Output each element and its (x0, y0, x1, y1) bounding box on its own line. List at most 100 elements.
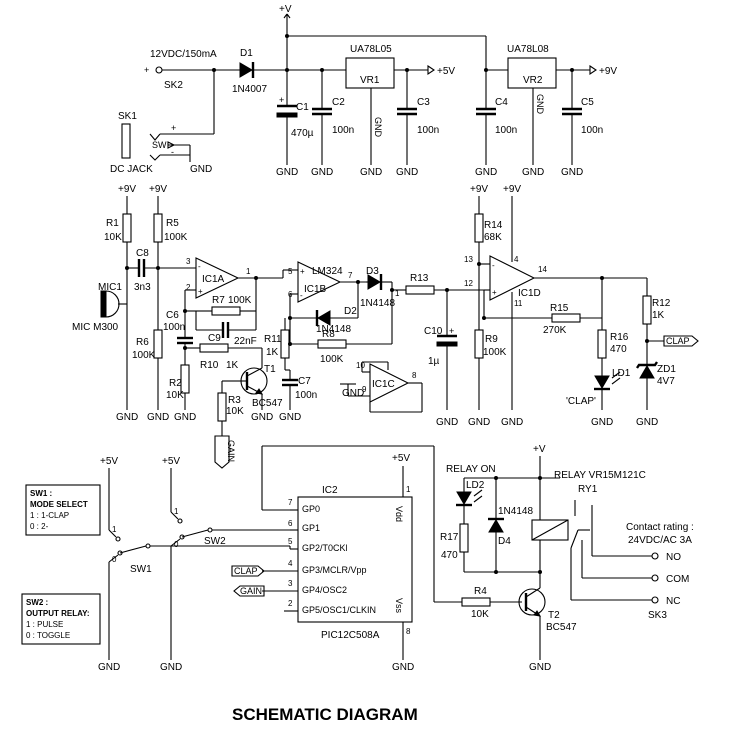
ic1d-pin14: 14 (538, 265, 547, 274)
c4-value: 100n (495, 125, 517, 136)
zd1-value: 4V7 (657, 376, 675, 387)
ld1-label: LD1 (612, 368, 631, 379)
r1-label: R1 (106, 218, 119, 229)
gnd-sw2: GND (160, 662, 182, 673)
zd1-label: ZD1 (657, 364, 676, 375)
amplifier-section: +9V +9V R1 10K R5 100K C8 3n3 MIC1 MIC M… (72, 184, 699, 469)
nc-label: NC (666, 596, 680, 607)
gnd-t1: GND (251, 412, 273, 423)
r2-resistor (180, 364, 190, 394)
vr1-regulator (345, 57, 395, 89)
plus-5v-vr1: +5V (437, 66, 455, 77)
gnd-r9: GND (468, 417, 490, 428)
ic1b-pin5: 5 (288, 267, 293, 276)
gnd-c7: GND (279, 412, 301, 423)
d3-label: D3 (366, 266, 379, 277)
gp5-label: GP5/OSC1/CLKIN (302, 605, 376, 615)
lm324-label: LM324 (312, 266, 343, 277)
gnd-ic1c: GND (342, 388, 364, 399)
ic2-pin3: 3 (288, 579, 293, 588)
r16-label: R16 (610, 332, 629, 343)
r9-resistor (474, 329, 484, 359)
contact-rating-label: Contact rating : (626, 522, 694, 533)
r12-value: 1K (652, 310, 665, 321)
vr2-regulator (507, 57, 557, 89)
r7-resistor (211, 306, 241, 316)
sw1-label: SW1 (130, 564, 152, 575)
r12-resistor (642, 295, 652, 325)
c2-value: 100n (332, 125, 354, 136)
ic1d-pin13: 13 (464, 255, 473, 264)
gp4-label: GP4/OSC2 (302, 585, 347, 595)
r10-resistor (199, 343, 229, 353)
ic1a-plus-sign: + (198, 287, 203, 296)
diagram-title: SCHEMATIC DIAGRAM (232, 705, 418, 724)
r4-resistor (461, 597, 491, 607)
ic1d-opamp (489, 255, 536, 301)
vss-label: Vss (394, 598, 404, 614)
r4-label: R4 (474, 586, 487, 597)
clap-output-label: CLAP (666, 336, 690, 346)
sw1-box-opt1: 1 : 1-CLAP (30, 511, 69, 520)
ic1b-opamp (297, 261, 342, 303)
r11-label: R11 (264, 334, 282, 345)
r5-value: 100K (164, 232, 188, 243)
c5-value: 100n (581, 125, 603, 136)
net-pin1: 1 (395, 289, 400, 298)
relay-section: +V RELAY ON LD2 R17 470 1N4148 D4 RELAY … (434, 444, 694, 673)
jack-plus: + (171, 123, 176, 133)
r9-label: R9 (485, 334, 498, 345)
r15-resistor (551, 313, 581, 323)
plus-v-relay: +V (533, 444, 546, 455)
sk3-label: SK3 (648, 610, 667, 621)
sw2-box-title: SW2 : (26, 598, 48, 607)
vr2-label: VR2 (523, 75, 543, 86)
r17-label: R17 (440, 532, 459, 543)
r3-label: R3 (228, 395, 241, 406)
d1-part-label: 1N4007 (232, 84, 267, 95)
plus-5v-ic2: +5V (392, 453, 410, 464)
ic1c-pin9: 9 (362, 385, 367, 394)
r3-resistor (217, 392, 227, 422)
d1-diode (239, 62, 255, 78)
vr2-gnd-pin: GND (535, 94, 545, 115)
ic2-part-label: PIC12C508A (321, 630, 380, 641)
ic1c-opamp (369, 363, 410, 403)
plus-9v-ic1d: +9V (503, 184, 521, 195)
no-label: NO (666, 552, 681, 563)
gnd-c3: GND (396, 167, 418, 178)
gnd-vr2: GND (522, 167, 544, 178)
clap-input-label: CLAP (234, 566, 258, 576)
ic2-pin1: 1 (406, 485, 411, 494)
r10-value: 1K (226, 360, 239, 371)
c3-label: C3 (417, 97, 430, 108)
plus-symbol-input: + (144, 65, 149, 75)
r7-value: 100K (228, 295, 252, 306)
r13-resistor (405, 285, 435, 295)
jack-minus: - (171, 147, 174, 157)
mic1-label: MIC1 (98, 282, 122, 293)
r3-value: 10K (226, 406, 244, 417)
c10-label: C10 (424, 326, 443, 337)
t1-part-label: BC547 (252, 398, 283, 409)
microphone-symbol (100, 290, 120, 318)
c3-value: 100n (417, 125, 439, 136)
gain-input-label: GAIN (226, 440, 236, 462)
r16-resistor (597, 329, 607, 359)
r2-value: 10K (166, 390, 184, 401)
ic2-pin7: 7 (288, 498, 293, 507)
gnd-c5: GND (561, 167, 583, 178)
contact-rating-value: 24VDC/AC 3A (628, 535, 692, 546)
ic1c-pin10: 10 (356, 361, 365, 370)
gnd-mic: GND (116, 412, 138, 423)
c4-label: C4 (495, 97, 508, 108)
d3-part-label: 1N4148 (360, 298, 395, 309)
r11-value: 1K (266, 347, 279, 358)
gnd-r6: GND (147, 412, 169, 423)
ld1-clap-label: 'CLAP' (566, 396, 596, 407)
vr1-gnd-pin: GND (373, 117, 383, 138)
c9-value: 22nF (234, 336, 257, 347)
r16-value: 470 (610, 344, 627, 355)
ic1a-pin3: 3 (186, 257, 191, 266)
